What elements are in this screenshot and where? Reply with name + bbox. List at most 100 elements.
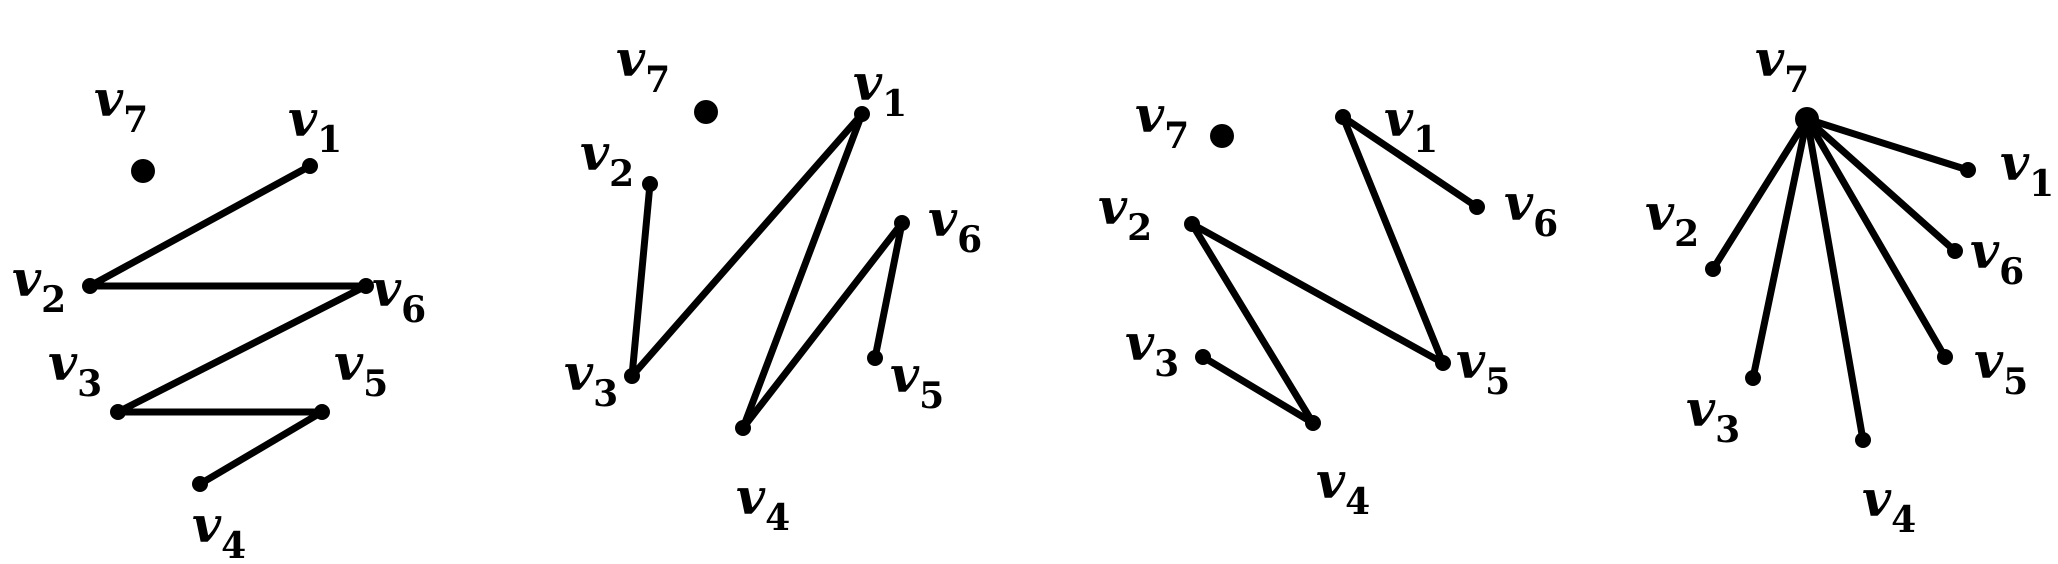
label-subscript: 5 bbox=[363, 363, 388, 405]
label-v5: v5 bbox=[1456, 331, 1510, 403]
vertex-v5 bbox=[314, 404, 330, 420]
label-base: v bbox=[288, 89, 318, 148]
label-v6: v6 bbox=[1970, 221, 2024, 293]
vertex-v7 bbox=[131, 159, 155, 183]
label-v3: v3 bbox=[1686, 379, 1740, 451]
vertex-v4 bbox=[192, 476, 208, 492]
label-v6: v6 bbox=[372, 259, 426, 331]
vertex-v3 bbox=[110, 404, 126, 420]
label-subscript: 2 bbox=[41, 279, 66, 321]
label-subscript: 7 bbox=[123, 99, 148, 141]
label-base: v bbox=[48, 333, 78, 392]
label-base: v bbox=[94, 69, 124, 128]
label-subscript: 5 bbox=[1485, 361, 1510, 403]
edge-v5-v4 bbox=[196, 408, 326, 488]
vertex-v6 bbox=[1947, 243, 1963, 259]
edge-v5-v1 bbox=[1339, 113, 1447, 367]
vertex-v4 bbox=[735, 420, 751, 436]
label-subscript: 5 bbox=[919, 375, 944, 417]
edge-v7-v4 bbox=[1803, 115, 1867, 444]
vertex-v4 bbox=[1305, 415, 1321, 431]
label-base: v bbox=[736, 467, 766, 526]
label-base: v bbox=[564, 343, 594, 402]
label-base: v bbox=[580, 123, 610, 182]
label-subscript: 6 bbox=[957, 219, 982, 261]
label-v3: v3 bbox=[564, 343, 618, 415]
label-subscript: 4 bbox=[765, 497, 790, 539]
label-v5: v5 bbox=[1974, 331, 2028, 403]
label-subscript: 5 bbox=[2003, 361, 2028, 403]
label-base: v bbox=[1970, 221, 2000, 280]
label-base: v bbox=[1456, 331, 1486, 390]
label-base: v bbox=[1686, 379, 1716, 438]
vertex-v6 bbox=[358, 278, 374, 294]
label-base: v bbox=[2000, 133, 2030, 192]
vertex-v1 bbox=[854, 106, 870, 122]
vertex-v6 bbox=[1469, 199, 1485, 215]
label-subscript: 2 bbox=[1127, 207, 1152, 249]
label-v7: v7 bbox=[1135, 85, 1189, 157]
label-subscript: 3 bbox=[77, 363, 102, 405]
edge-v6-v5 bbox=[871, 219, 906, 362]
edge-v3-v1 bbox=[628, 110, 866, 380]
edge-v7-v1 bbox=[1803, 115, 1972, 174]
vertex-v4 bbox=[1855, 432, 1871, 448]
label-v7: v7 bbox=[1755, 29, 1809, 101]
vertex-v3 bbox=[1745, 370, 1761, 386]
edge-v3-v4 bbox=[1199, 353, 1317, 427]
label-v1: v1 bbox=[288, 89, 342, 161]
label-v2: v2 bbox=[12, 249, 66, 321]
label-v2: v2 bbox=[1098, 177, 1152, 249]
vertex-v1 bbox=[302, 158, 318, 174]
edge-v2-v3 bbox=[628, 180, 654, 380]
label-v5: v5 bbox=[890, 345, 944, 417]
label-base: v bbox=[853, 53, 883, 112]
vertex-v7 bbox=[694, 100, 718, 124]
label-subscript: 1 bbox=[317, 119, 342, 161]
edge-v2-v5 bbox=[1188, 220, 1447, 367]
vertex-v2 bbox=[82, 278, 98, 294]
label-v2: v2 bbox=[580, 123, 634, 195]
label-base: v bbox=[1125, 313, 1155, 372]
label-subscript: 4 bbox=[1891, 499, 1916, 541]
label-subscript: 6 bbox=[401, 289, 426, 331]
label-base: v bbox=[192, 495, 222, 554]
label-subscript: 1 bbox=[2029, 163, 2054, 205]
label-v4: v4 bbox=[736, 467, 790, 539]
edge-v7-v6 bbox=[1803, 115, 1959, 255]
label-v7: v7 bbox=[616, 29, 670, 101]
label-v3: v3 bbox=[48, 333, 102, 405]
label-base: v bbox=[1755, 29, 1785, 88]
label-base: v bbox=[1974, 331, 2004, 390]
label-base: v bbox=[616, 29, 646, 88]
label-base: v bbox=[12, 249, 42, 308]
label-subscript: 1 bbox=[1413, 119, 1438, 161]
label-subscript: 7 bbox=[645, 59, 670, 101]
label-subscript: 7 bbox=[1164, 115, 1189, 157]
edge-v1-v2 bbox=[86, 162, 314, 290]
label-subscript: 2 bbox=[609, 153, 634, 195]
edge-v1-v4 bbox=[739, 110, 866, 432]
label-base: v bbox=[372, 259, 402, 318]
label-base: v bbox=[1316, 451, 1346, 510]
label-subscript: 4 bbox=[221, 525, 246, 564]
edge-v7-v5 bbox=[1803, 115, 1949, 361]
vertex-v2 bbox=[642, 176, 658, 192]
label-v1: v1 bbox=[2000, 133, 2054, 205]
label-subscript: 6 bbox=[1533, 203, 1558, 245]
label-v1: v1 bbox=[853, 53, 907, 125]
label-subscript: 7 bbox=[1784, 59, 1809, 101]
vertex-v3 bbox=[1195, 349, 1211, 365]
edge-v7-v3 bbox=[1749, 115, 1811, 382]
vertex-v5 bbox=[1937, 349, 1953, 365]
vertex-v1 bbox=[1960, 162, 1976, 178]
label-base: v bbox=[334, 333, 364, 392]
label-v4: v4 bbox=[192, 495, 246, 564]
label-base: v bbox=[1384, 89, 1414, 148]
label-subscript: 4 bbox=[1345, 481, 1370, 523]
